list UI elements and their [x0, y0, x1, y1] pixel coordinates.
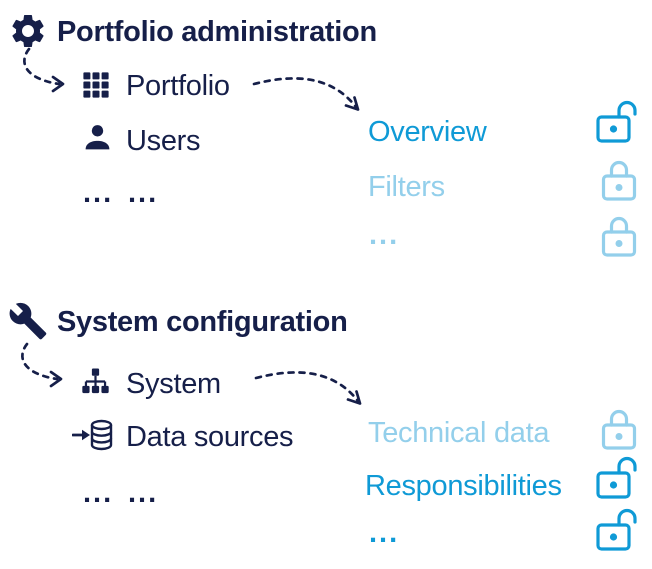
grid-icon: [82, 71, 110, 99]
page-ellipsis: ...: [369, 219, 400, 251]
page-filters: Filters: [368, 171, 445, 203]
curved-arrow-icon: [12, 342, 82, 394]
menu-item-system: System: [126, 368, 221, 400]
page-responsibilities: Responsibilities: [365, 470, 562, 502]
menu-item-portfolio: Portfolio: [126, 70, 230, 102]
database-import-icon: [72, 417, 114, 453]
menu-item-data-sources: Data sources: [126, 421, 294, 453]
menu-item-ellipsis: ...: [128, 477, 159, 509]
wrench-icon: [8, 301, 48, 341]
user-icon: [82, 122, 113, 153]
ellipsis-icon-placeholder: ...: [83, 177, 114, 209]
gear-icon: [8, 11, 48, 51]
lock-closed-icon: [601, 160, 637, 202]
curved-arrow-icon: [251, 71, 375, 123]
page-ellipsis: ...: [369, 517, 400, 549]
lock-open-icon: [595, 456, 641, 500]
sitemap-icon: [80, 367, 111, 398]
page-overview: Overview: [368, 116, 487, 148]
menu-item-users: Users: [126, 125, 201, 157]
lock-closed-icon: [601, 216, 637, 258]
lock-open-icon: [595, 508, 641, 552]
lock-closed-icon: [601, 409, 637, 451]
ellipsis-icon-placeholder: ...: [83, 477, 114, 509]
curved-arrow-icon: [253, 365, 377, 417]
curved-arrow-icon: [14, 47, 84, 99]
page-technical-data: Technical data: [368, 417, 550, 449]
lock-open-icon: [595, 100, 641, 144]
section-title-portfolio-administration: Portfolio administration: [57, 16, 377, 48]
menu-item-ellipsis: ...: [128, 177, 159, 209]
section-title-system-configuration: System configuration: [57, 306, 348, 338]
